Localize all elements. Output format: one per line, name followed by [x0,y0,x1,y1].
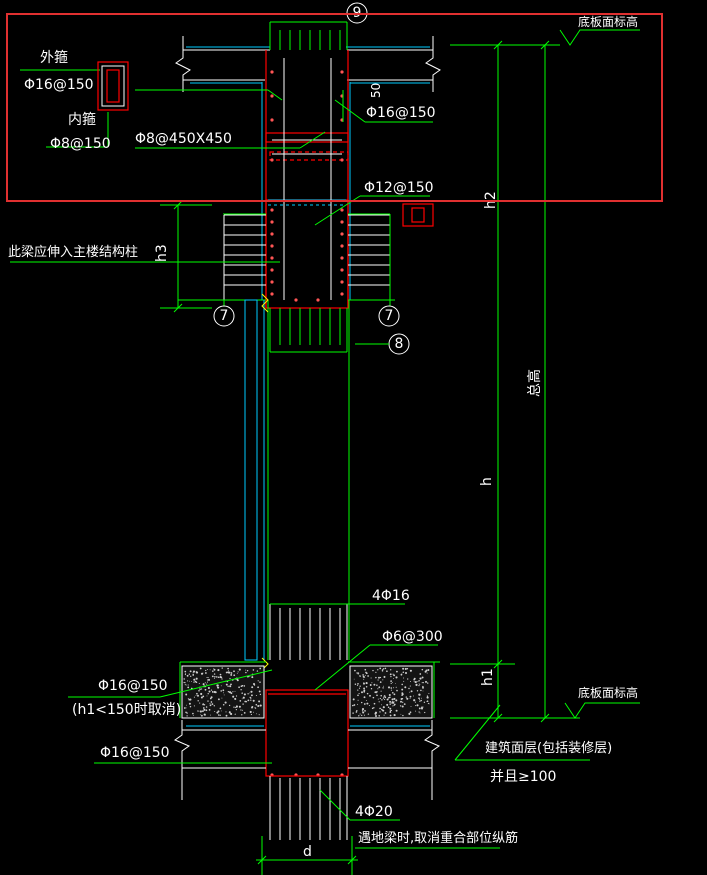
column-cyan [261,82,351,300]
rebar-phi16-150-lower: Φ16@150 [100,745,170,761]
column-dots [270,70,344,777]
column-main-red [265,50,349,309]
right-dimensions [450,29,640,761]
beam-extend-note: 此梁应伸入主楼结构柱 [8,244,138,260]
rebar-phi8-450-label: Φ8@450X450 [135,131,232,147]
marker-7-left-text: 7 [220,308,229,324]
beam-h3-green [178,213,395,306]
column-white-details [272,58,342,300]
h3-label: h3 [154,244,170,262]
ground-beam-note: 遇地梁时,取消重合部位纵筋 [358,830,518,846]
upper-column-stub [269,21,348,50]
highlight-box [6,13,663,202]
marker-7-right: 7 [378,305,400,327]
top-elevation-label: 底板面标高 [578,14,638,29]
rebar-4phi16-label: 4Φ16 [372,588,410,604]
outer-stirrup-spec: Φ16@150 [24,77,94,93]
ground-beam-white [173,720,441,840]
inner-stirrup-spec: Φ8@150 [50,136,111,152]
ground-slab [181,665,433,719]
dim-d-label: d [303,844,312,860]
column-shaft [267,300,350,660]
concrete-speckle-right [352,667,430,717]
marker-8-text: 8 [395,336,404,352]
upper-slab-rebar [186,46,430,84]
stirrup-symbol-white [101,65,125,107]
column-lower-stub [269,308,348,353]
h1-note: (h1<150时取消) [72,702,181,718]
stirrup-symbol [97,61,129,111]
outer-stirrup-label: 外箍 [40,49,68,66]
ground-slab-lines [179,661,440,718]
ground-beam [265,689,349,777]
red-square-symbol [402,203,434,227]
inner-stirrup-label: 内箍 [68,111,96,128]
rebar-phi12-150-label: Φ12@150 [364,180,434,196]
dim-h3 [160,200,212,313]
dim-d [256,836,358,875]
rebar-phi16-150-left: Φ16@150 [98,678,168,694]
marker-8: 8 [355,333,410,355]
total-height-label: 总高 [526,369,543,397]
building-surface-note: 建筑面层(包括装修层) [485,740,612,756]
upper-slab [175,36,441,92]
h-label: h [479,477,495,486]
rebar-phi16-150-right: Φ16@150 [366,105,436,121]
marker-7-right-text: 7 [385,308,394,324]
dim-50-label: 50 [369,83,383,98]
lower-beam [269,603,348,660]
rebar-phi6-300-label: Φ6@300 [382,629,443,645]
column-shaft-cyan [244,299,265,661]
concrete-speckle-left [183,667,262,717]
h1-label: h1 [480,668,496,686]
bottom-elevation-label: 底板面标高 [578,685,638,700]
beam-h3 [223,214,391,300]
marker-7-left: 7 [213,305,235,327]
and-ge-100-label: 并且≥100 [490,769,556,785]
rebar-4phi20-label: 4Φ20 [355,804,393,820]
leaders [10,69,500,849]
yellow-hatch [261,293,269,671]
